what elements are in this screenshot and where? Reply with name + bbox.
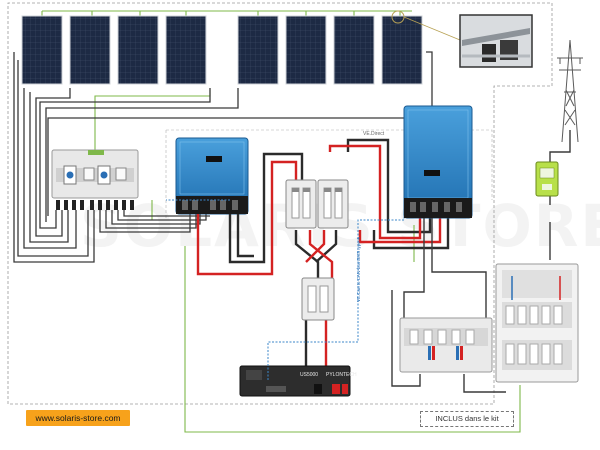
power-pylon	[557, 39, 583, 143]
solar-panel	[21, 15, 63, 85]
mppt-charge-controller	[175, 137, 249, 215]
solar-panel	[381, 15, 423, 85]
earth-wiring	[41, 10, 521, 433]
solar-panel	[285, 15, 327, 85]
pv-combiner-box	[51, 149, 139, 210]
lithium-battery	[239, 365, 351, 397]
electrical-distribution-board	[495, 263, 579, 383]
comm-cabling	[166, 199, 405, 380]
battery-model-label: US5000	[300, 372, 319, 378]
kit-note: INCLUS dans le kit	[420, 411, 514, 427]
vedirect-boundary	[166, 129, 493, 200]
kit-boundary	[7, 2, 553, 405]
vedirect-label: VE.Direct	[363, 131, 385, 137]
solar-panel	[165, 15, 207, 85]
battery-disconnect	[301, 277, 335, 321]
solar-panel	[333, 15, 375, 85]
ac-distribution-panel	[399, 317, 493, 373]
solar-panel	[69, 15, 111, 85]
battery-fuse-switches	[285, 179, 349, 229]
multiplus-inverter-charger	[403, 105, 473, 219]
bms-cable-label: VE.Can to CAN-bus BMS type A	[356, 237, 361, 302]
dc-negative-cabling	[228, 138, 450, 382]
utility-meter	[535, 161, 559, 197]
battery-brand-label: PYLONTECH	[326, 372, 357, 378]
website-tag[interactable]: www.solaris-store.com	[26, 410, 130, 426]
solar-panel-array	[21, 15, 423, 85]
mounting-detail-photo	[459, 14, 533, 68]
solar-panel	[117, 15, 159, 85]
solar-panel	[237, 15, 279, 85]
